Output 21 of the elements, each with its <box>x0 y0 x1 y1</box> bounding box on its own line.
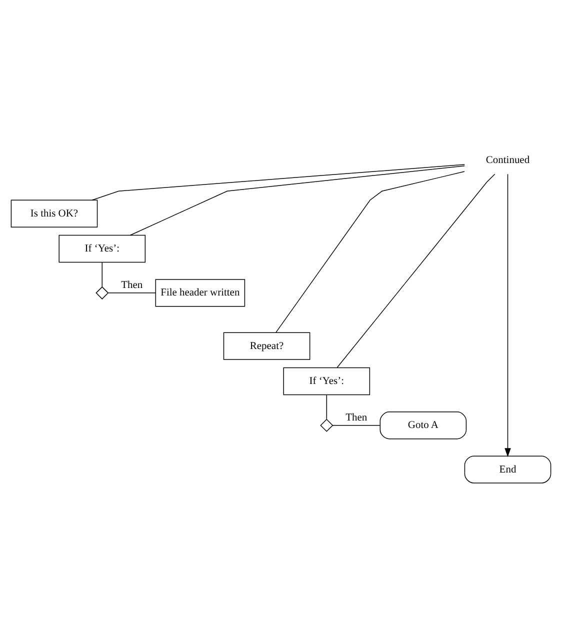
connector <box>332 425 380 426</box>
edge-label: Then <box>346 412 368 424</box>
node-text: Continued <box>486 155 530 166</box>
node-box: Goto A <box>380 412 467 440</box>
connector <box>326 394 328 420</box>
node-box: Repeat? <box>223 332 310 360</box>
node-box: Is this OK? <box>10 200 98 228</box>
node-box: If ‘Yes’: <box>58 234 146 263</box>
node-box: File header written <box>155 279 246 307</box>
arrow <box>504 174 511 458</box>
node-diamond <box>320 418 334 432</box>
connector <box>336 174 496 368</box>
node-box: If ‘Yes’: <box>283 367 370 396</box>
connector <box>108 292 156 294</box>
node-diamond <box>96 286 109 300</box>
connector <box>276 171 465 333</box>
edge-label: Then <box>121 280 143 291</box>
connector <box>130 165 465 236</box>
connector <box>92 164 465 200</box>
connector <box>102 262 103 288</box>
node-box: End <box>464 456 552 484</box>
